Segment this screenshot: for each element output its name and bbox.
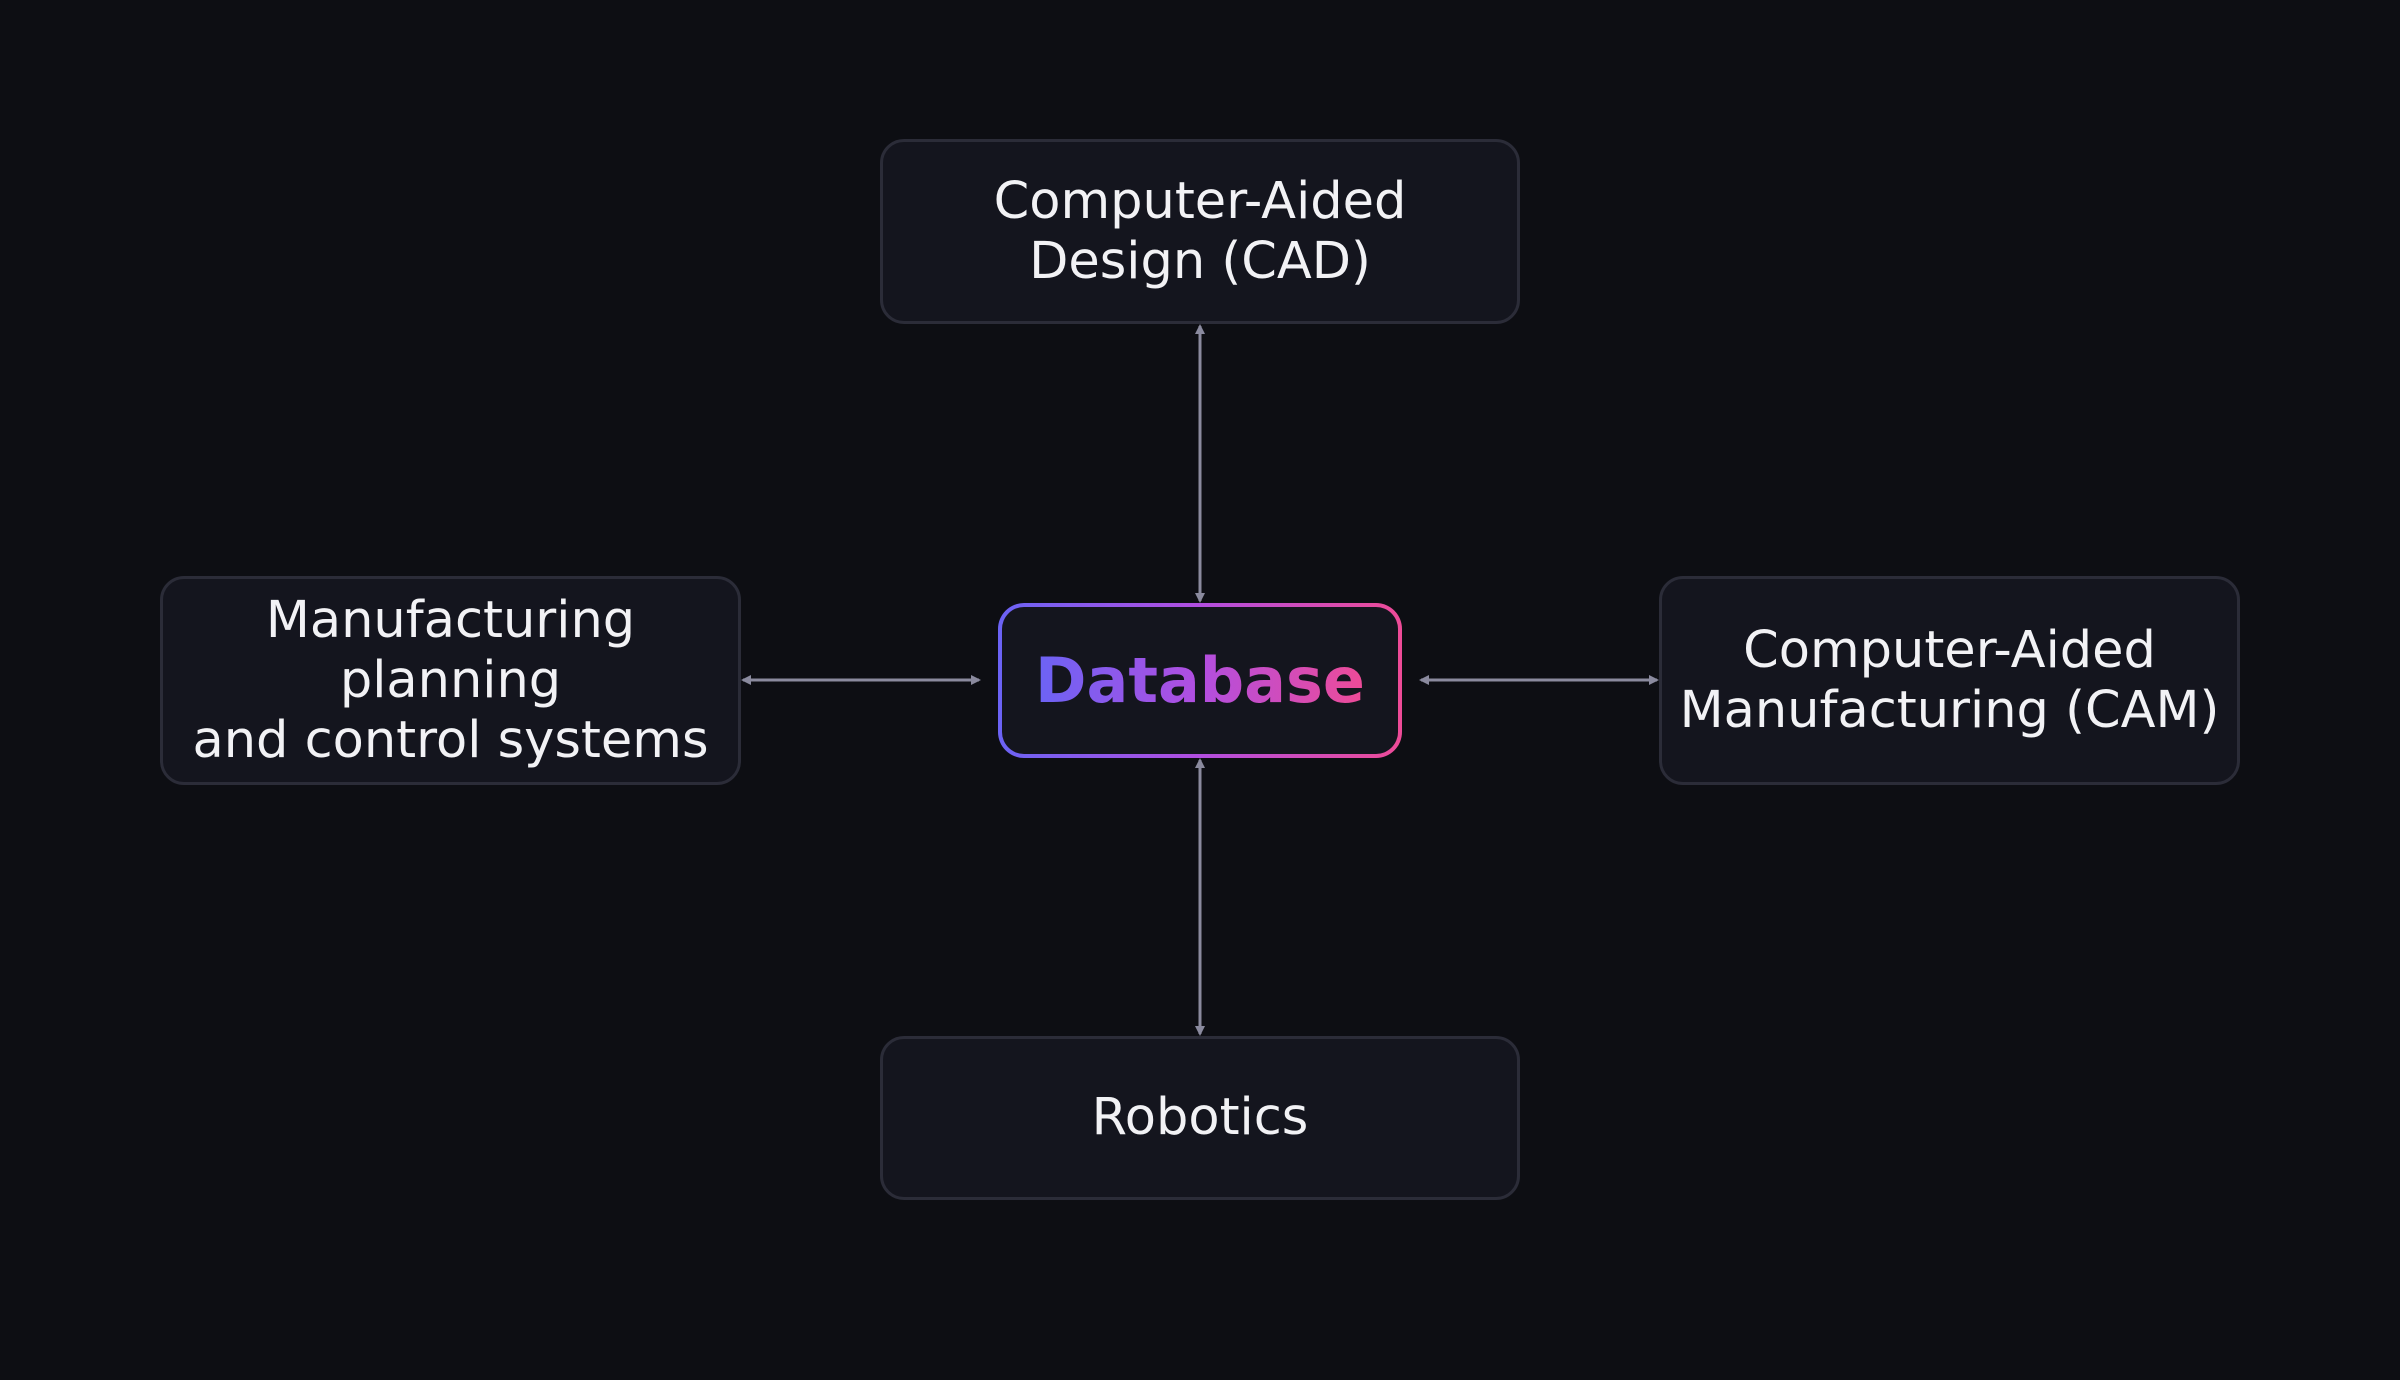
node-manufacturing-planning: Manufacturing planning and control syste… <box>160 576 741 785</box>
node-database-label: Database <box>1035 644 1365 717</box>
node-cad: Computer-Aided Design (CAD) <box>880 139 1520 324</box>
node-manufacturing-planning-label: Manufacturing planning and control syste… <box>192 590 709 770</box>
node-database-inner: Database <box>1002 607 1398 754</box>
node-cam-label: Computer-Aided Manufacturing (CAM) <box>1679 620 2220 740</box>
node-robotics: Robotics <box>880 1036 1520 1200</box>
node-database: Database <box>998 603 1402 758</box>
node-cam: Computer-Aided Manufacturing (CAM) <box>1659 576 2240 785</box>
node-robotics-label: Robotics <box>1091 1088 1309 1147</box>
node-cad-label: Computer-Aided Design (CAD) <box>993 171 1407 291</box>
